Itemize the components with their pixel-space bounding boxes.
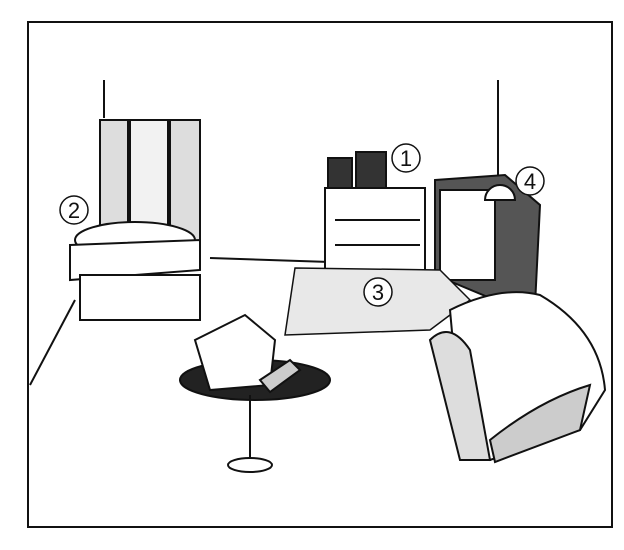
callout-4: 4	[515, 166, 545, 196]
label-audio-system: 1	[400, 146, 412, 171]
sink-cabinet	[69, 119, 201, 321]
callout-3: 3	[363, 277, 393, 307]
label-rug: 3	[372, 280, 384, 305]
callout-1: 1	[391, 143, 421, 173]
computer-table	[179, 313, 331, 473]
label-television: 4	[524, 169, 536, 194]
callout-2: 2	[59, 195, 89, 225]
audio-shelf	[324, 151, 426, 271]
label-sink: 2	[68, 198, 80, 223]
sofa	[428, 291, 607, 464]
